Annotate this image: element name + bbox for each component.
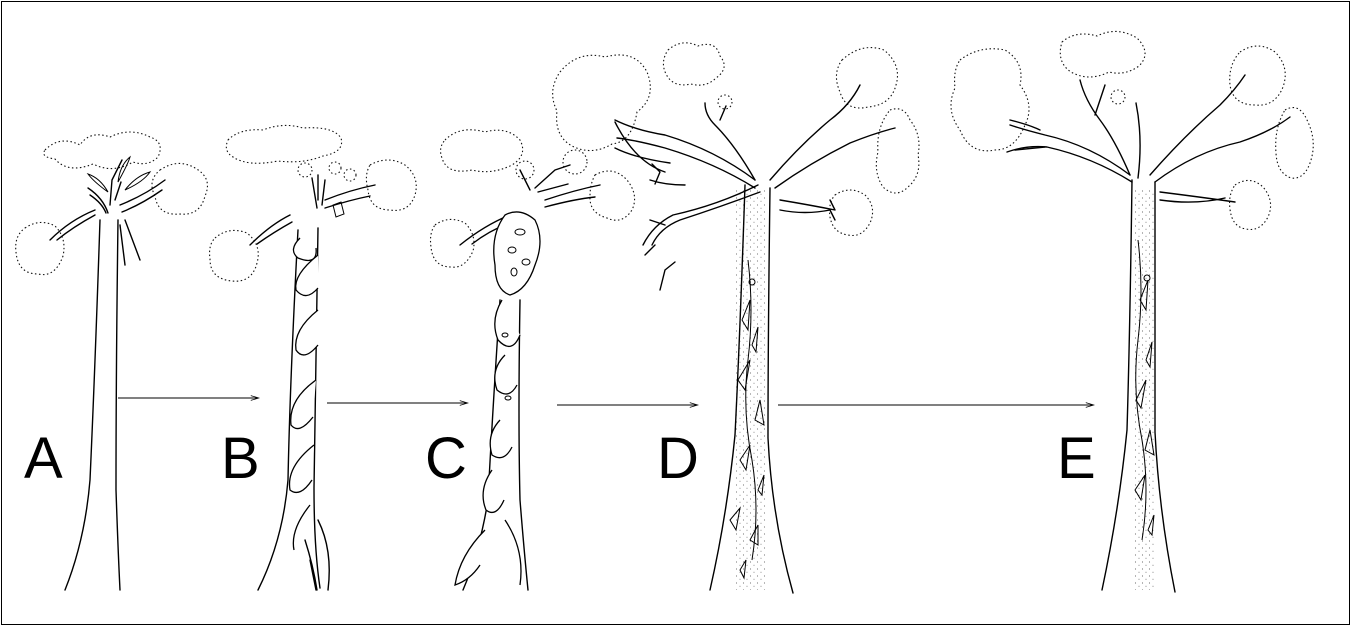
stage-label-c: C <box>425 426 467 491</box>
stage-label-d: D <box>657 426 699 491</box>
stage-e-tree <box>951 31 1313 592</box>
stage-b-tree <box>210 125 417 590</box>
stage-label-b: B <box>221 426 260 491</box>
stage-label-e: E <box>1057 426 1096 491</box>
stage-d-tree <box>615 43 919 593</box>
stage-c-tree <box>431 55 651 590</box>
stage-a-tree <box>16 132 208 590</box>
stage-label-a: A <box>24 426 63 491</box>
